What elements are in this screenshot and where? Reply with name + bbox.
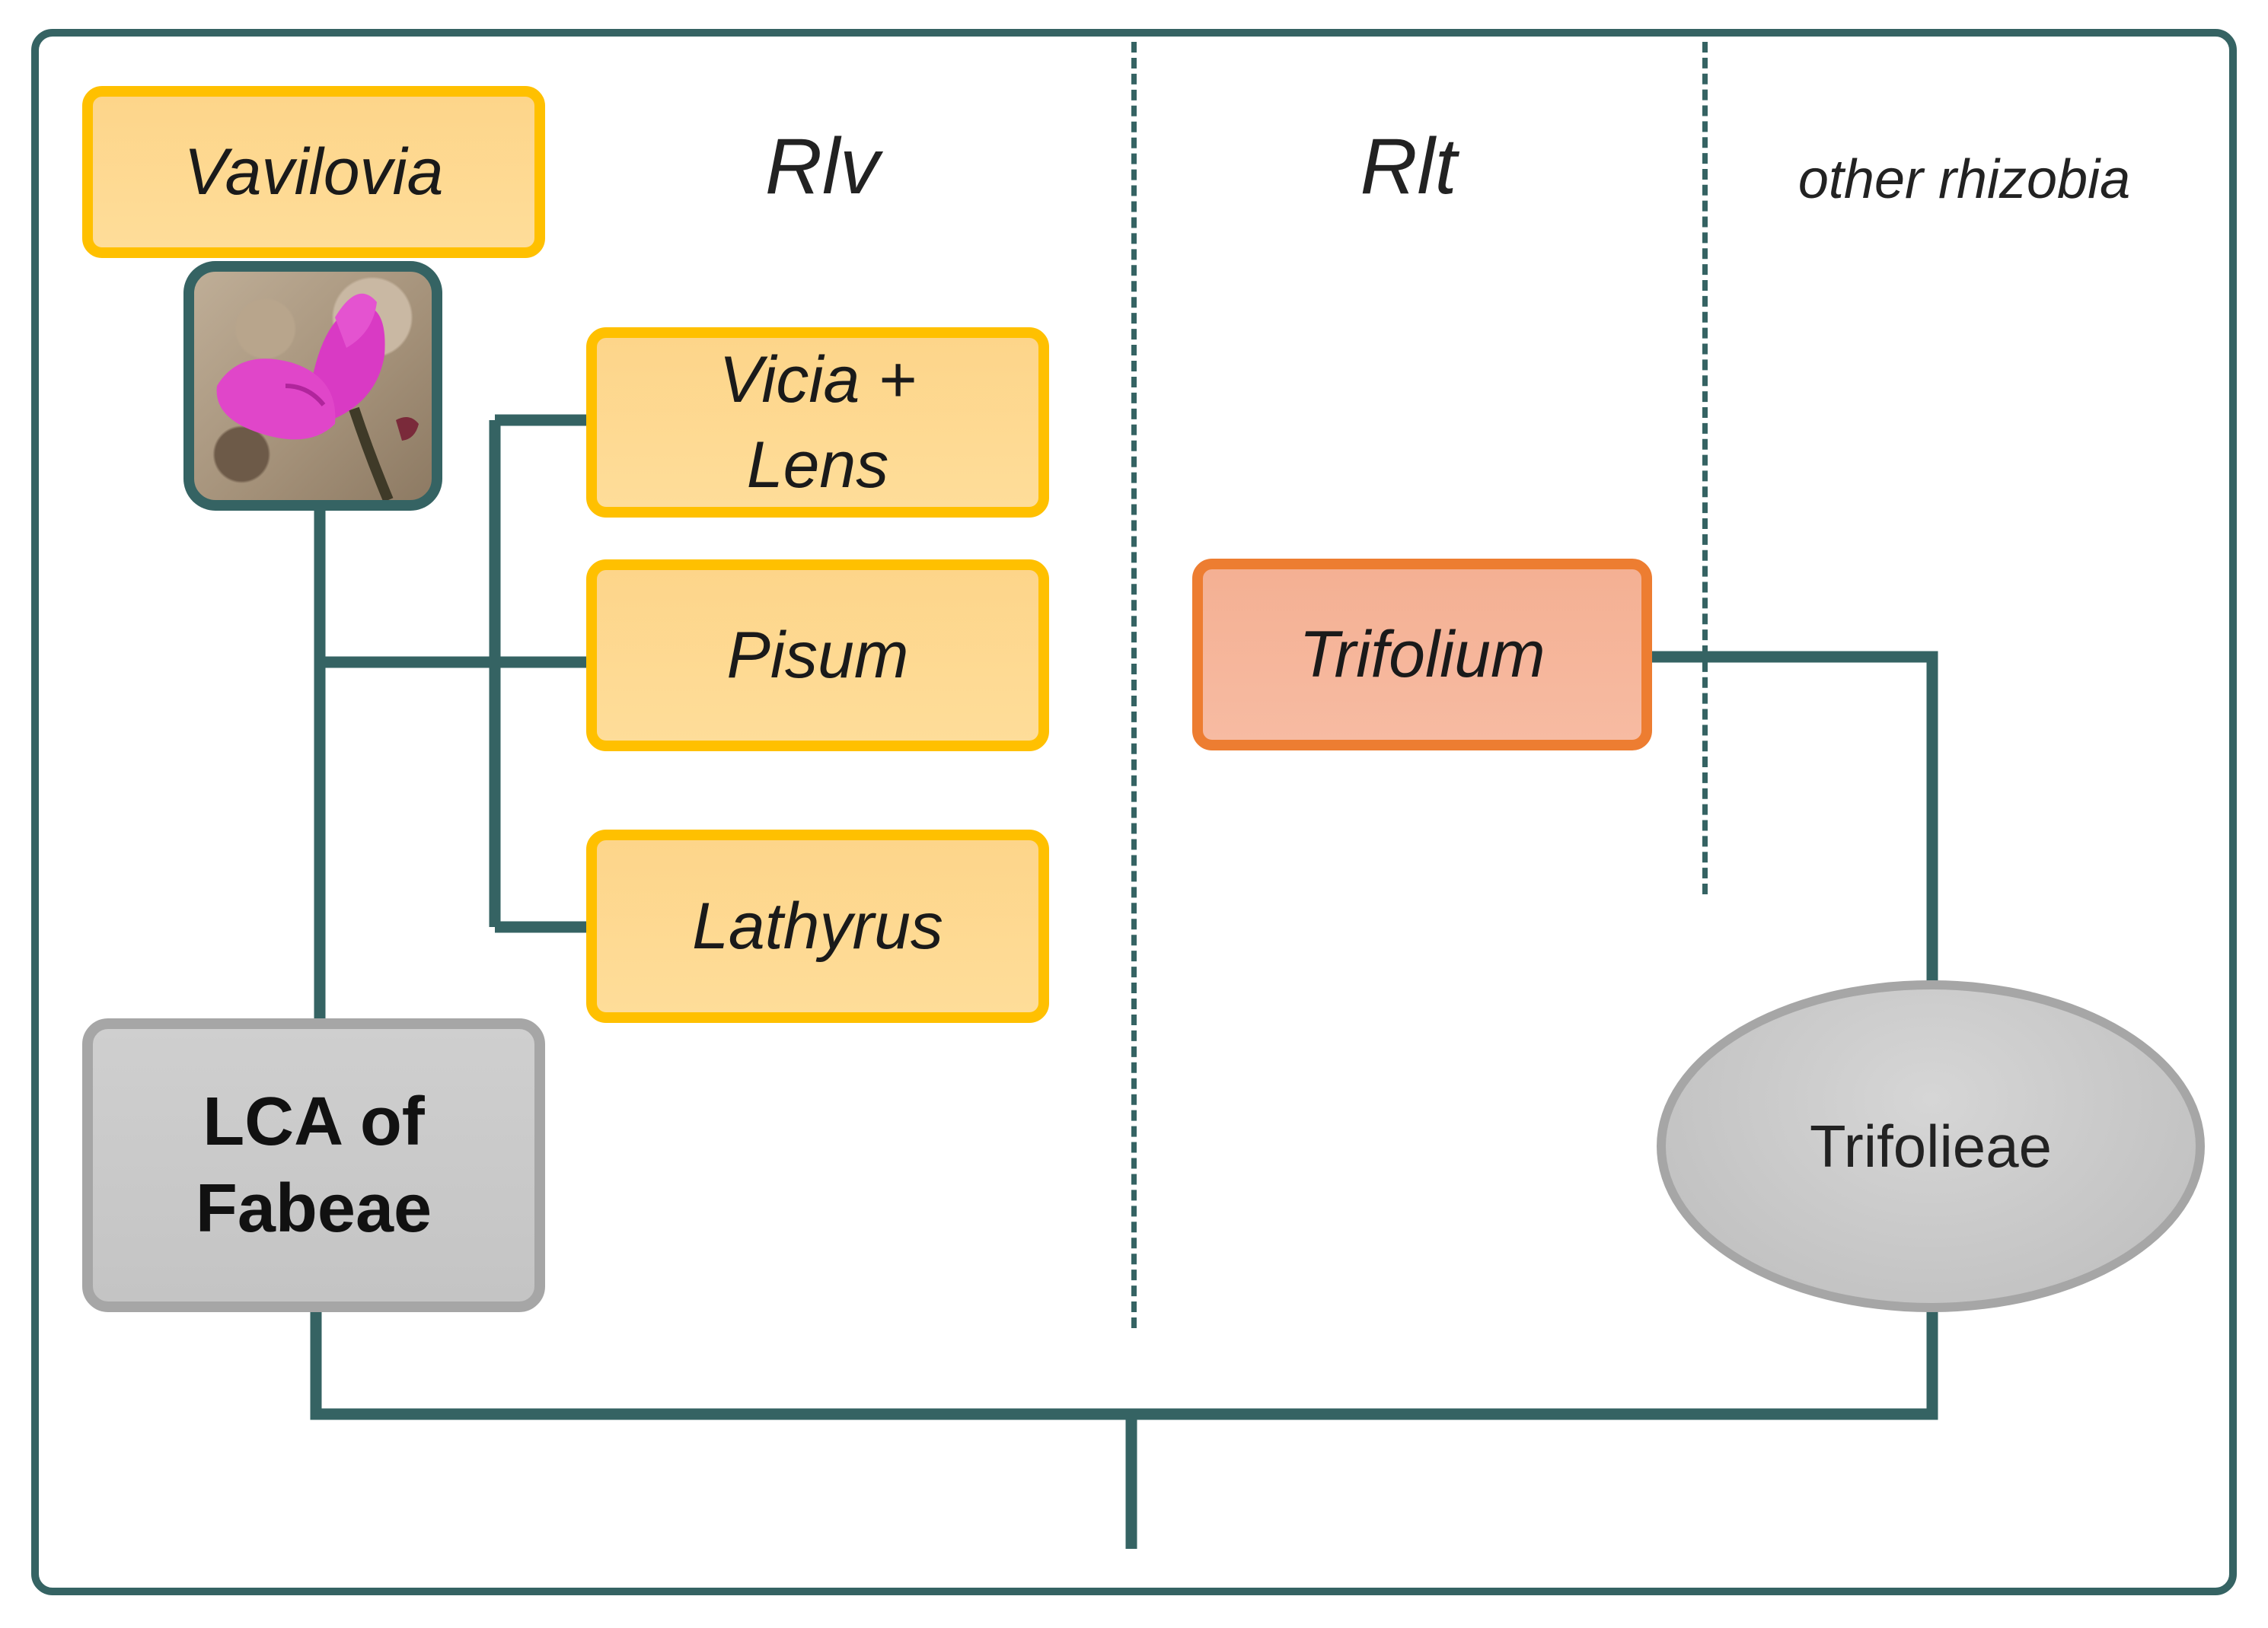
node-lathyrus: Lathyrus <box>586 830 1049 1023</box>
header-rlv: Rlv <box>764 123 880 211</box>
header-other-rhizobia: other rhizobia <box>1797 149 2131 210</box>
node-vavilovia-label: Vavilovia <box>183 135 444 209</box>
flower-bud <box>396 417 419 441</box>
node-lca-fabeae-line2: Fabeae <box>195 1171 432 1247</box>
node-lathyrus-label: Lathyrus <box>692 889 943 963</box>
flower-center <box>285 384 326 406</box>
node-trifolieae: Trifolieae <box>1657 980 2205 1312</box>
node-pisum: Pisum <box>586 559 1049 751</box>
node-lca-fabeae-line1: LCA of <box>203 1084 425 1160</box>
vavilovia-flower-photo <box>183 261 442 511</box>
node-pisum-label: Pisum <box>726 618 909 692</box>
node-trifolium-label: Trifolium <box>1299 617 1545 691</box>
connector-root <box>310 1309 1938 1420</box>
flower-image <box>216 293 419 500</box>
node-trifolieae-label: Trifolieae <box>1810 1112 2052 1180</box>
node-vicia-lens-line2: Lens <box>746 429 889 502</box>
separator-rlv-rlt <box>1131 42 1137 1328</box>
flower-stem <box>349 406 394 500</box>
node-vicia-lens-line1: Vicia + <box>719 343 917 416</box>
header-rlt: Rlt <box>1360 123 1457 211</box>
node-trifolium: Trifolium <box>1192 559 1652 750</box>
flower-petal-front <box>216 358 336 440</box>
node-vicia-lens: Vicia + Lens <box>586 327 1049 518</box>
node-lca-fabeae: LCA of Fabeae <box>82 1018 545 1312</box>
node-vavilovia: Vavilovia <box>82 86 545 258</box>
flower-petal-top <box>335 293 377 348</box>
connector-trifolium-to-trifolieae <box>1646 651 1938 986</box>
separator-rlt-other <box>1702 42 1708 894</box>
diagram-frame <box>31 29 2237 1595</box>
